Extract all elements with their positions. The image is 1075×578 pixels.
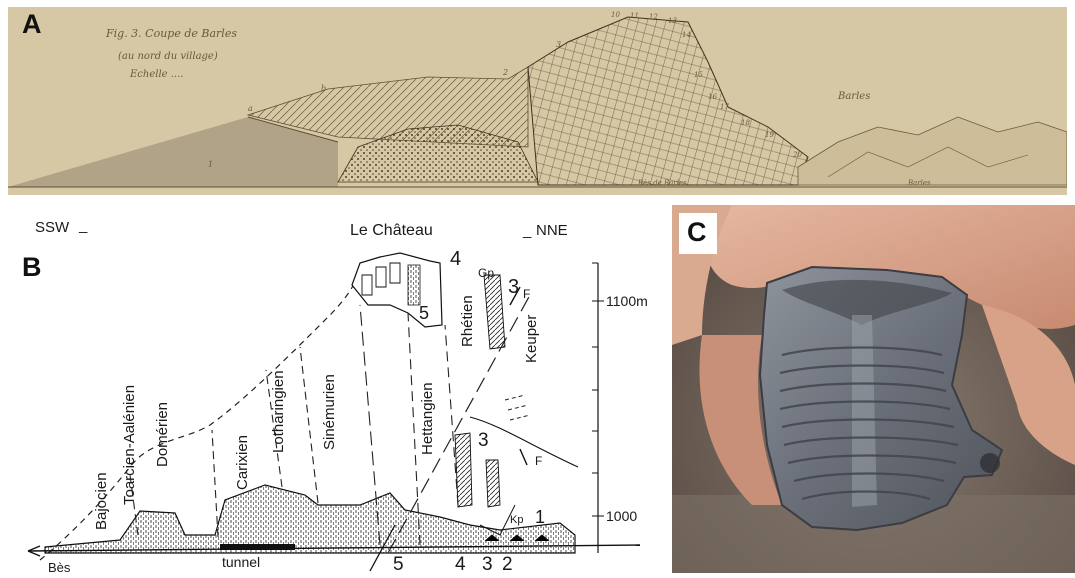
bed-number-3: 3 [508,276,519,298]
bottom-bed-number: 3 [482,554,493,573]
bottom-bed-number: 5 [393,554,404,573]
caption-line-1: Fig. 3. Coupe de Barles [105,27,237,40]
bed-number: 10 [611,11,620,19]
stage-label: Toarcien-Aalénien [121,385,138,505]
section-letter: 1 [208,160,213,169]
stage-label: Keuper [523,315,540,363]
bed-number: 15 [694,71,703,79]
bed-number: 13 [668,17,677,25]
bed-number-4: 4 [450,248,461,270]
sw-direction-label: SSW [35,219,70,236]
panel-a-historical-section: Fig. 3. Coupe de Barles (au nord du vill… [8,7,1067,195]
section-letter: 2 [502,68,508,77]
stage-label: Domérien [154,402,171,467]
panel-label-a: A [22,9,42,40]
historical-cross-section: Fig. 3. Coupe de Barles (au nord du vill… [8,7,1067,195]
panel-b-modern-section: SSW _ Le Château _ NNE [0,205,672,573]
section-letter: b [321,84,326,93]
modern-cross-section: SSW _ Le Château _ NNE [0,205,672,573]
svg-text:_: _ [78,217,88,234]
bottom-label: Bès de Barles [637,179,687,187]
kp-label: Kp [510,514,523,526]
section-letter: a [248,104,253,113]
bottom-bed-number: 2 [502,554,513,573]
tunnel-label: tunnel [222,554,260,570]
bed-number-3: 3 [478,430,489,451]
stage-label: Carixien [234,435,251,490]
fault-label: F [535,454,542,468]
scale-label-top: 1100m [606,293,648,309]
bed-number: 11 [630,12,639,20]
caption-line-3: Echelle .... [129,69,183,80]
bed-number-1: 1 [535,507,545,527]
bottom-label: Barles [907,179,931,187]
bed-number: 12 [649,13,658,21]
bed-number-5: 5 [419,303,429,323]
scale-label-bottom: 1000 [606,508,637,524]
panel-label-b: B [22,252,42,283]
fossil-photograph [672,205,1075,573]
stage-label: Bajocien [93,472,110,530]
panel-c-fossil-photo [672,205,1075,573]
bed-number: 18 [741,119,750,127]
fault-label: F [523,287,530,301]
stage-label: Lotharingien [270,370,287,453]
stage-label: Sinémurien [321,374,338,450]
svg-text:_: _ [522,222,532,239]
gp-label: Gp [478,266,494,280]
bed-number: 17 [720,103,729,111]
stage-label: Rhétien [459,295,476,347]
summit-label: Le Château [350,222,433,239]
bed-number: 16 [708,93,717,101]
bed-number: 19 [765,131,774,139]
ne-direction-label: NNE [536,222,568,239]
section-letter: 3 [556,40,561,49]
stage-label: Hettangien [419,382,436,455]
village-label: Barles [837,91,870,102]
panel-label-c: C [679,213,717,254]
caption-line-2: (au nord du village) [118,51,218,62]
bed-number: 14 [682,31,691,39]
bottom-bed-number: 4 [455,554,466,573]
bes-label: Bès [48,560,71,573]
bed-number: 20 [792,151,802,159]
